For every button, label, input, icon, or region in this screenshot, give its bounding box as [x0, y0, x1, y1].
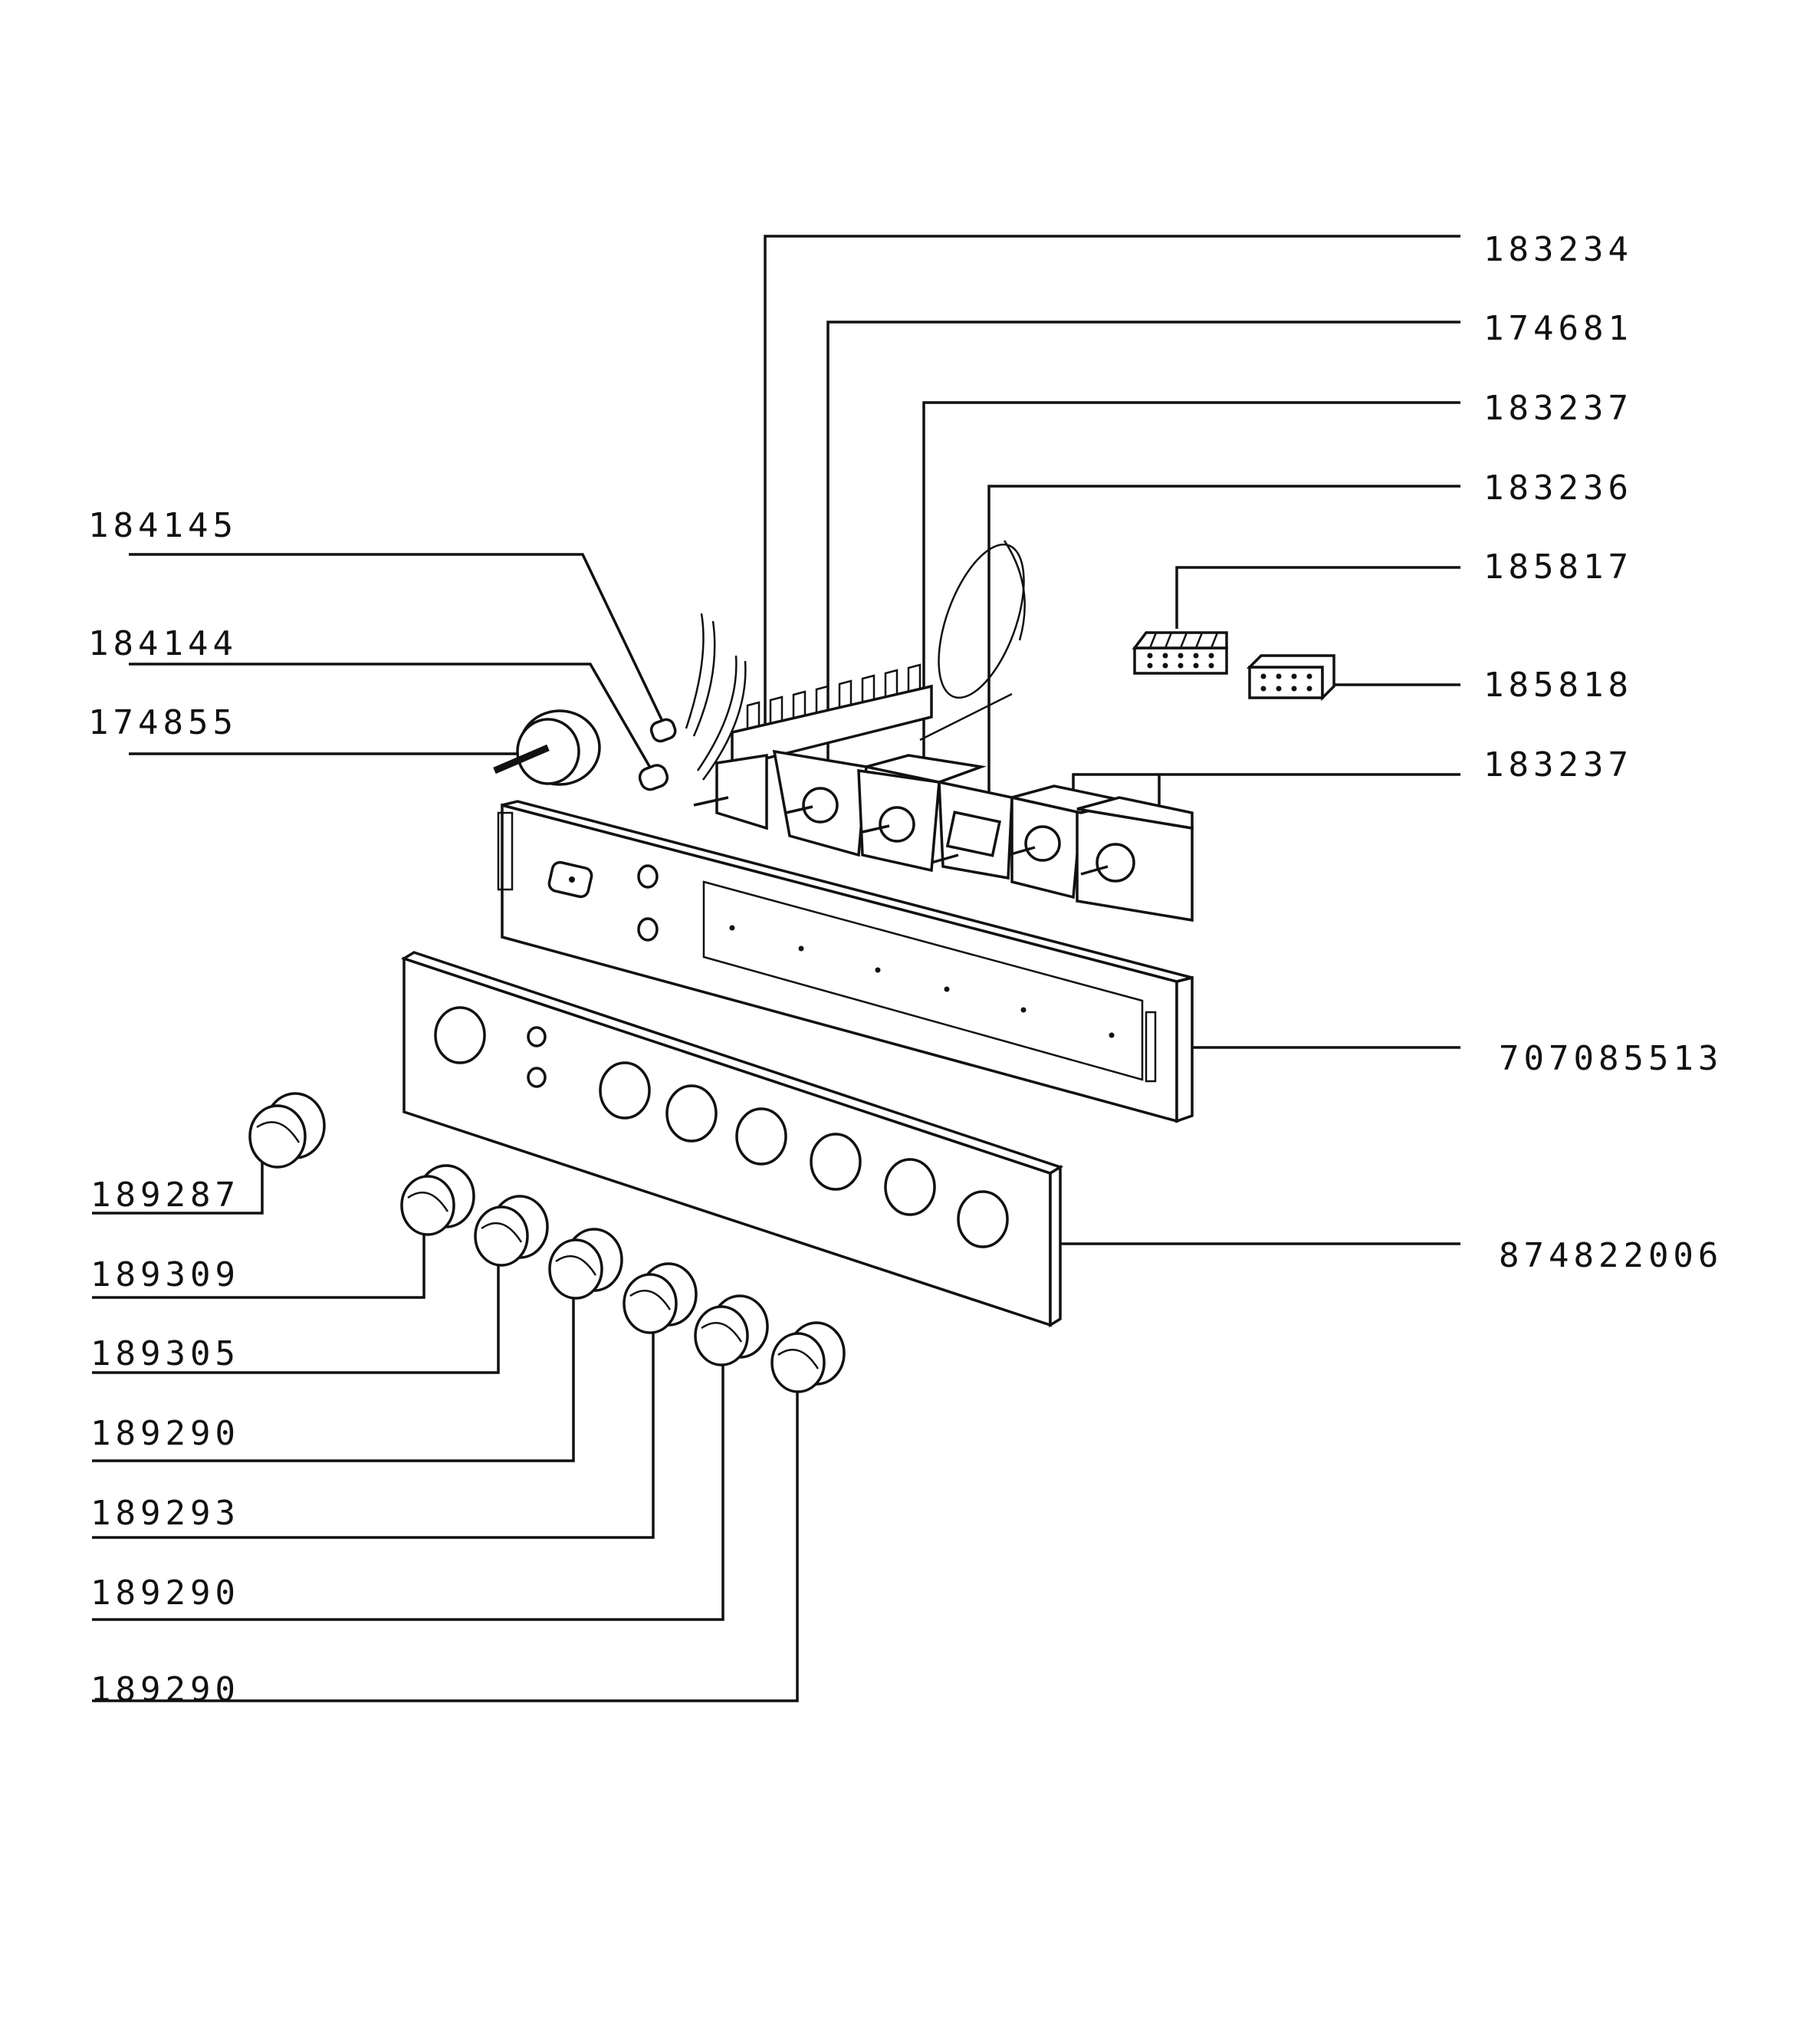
- label-189293: 189293: [90, 1494, 240, 1533]
- label-183237-right: 183237: [1483, 745, 1633, 784]
- leader-189290-a: [92, 1296, 575, 1462]
- label-874822006: 874822006: [1499, 1236, 1723, 1275]
- knob-189290-b: [694, 1294, 769, 1366]
- knob-189287: [248, 1092, 326, 1169]
- part-labels: 183234 174681 183237 183236 185817 18581…: [88, 230, 1723, 1709]
- front-panel-874822006: [400, 951, 1064, 1328]
- label-189287: 189287: [90, 1176, 240, 1215]
- sensor-184144: [638, 655, 747, 791]
- leader-189305: [92, 1261, 500, 1374]
- knob-189290-a: [548, 1228, 623, 1300]
- switch-module: [693, 540, 1194, 922]
- knob-189309: [400, 1164, 475, 1236]
- label-184145: 184145: [88, 506, 238, 545]
- label-183236: 183236: [1483, 469, 1633, 508]
- label-189290-b: 189290: [90, 1574, 240, 1613]
- label-189305: 189305: [90, 1334, 240, 1373]
- leader-183236: [987, 485, 1460, 801]
- leader-184144: [129, 663, 657, 778]
- connector-185817: [1132, 631, 1228, 675]
- label-174855: 174855: [88, 703, 238, 742]
- leader-189290-b: [92, 1353, 724, 1621]
- leader-185817: [1175, 566, 1460, 629]
- label-185817: 185817: [1483, 548, 1633, 587]
- leader-189290-c: [92, 1380, 799, 1702]
- sensor-184145: [649, 613, 716, 743]
- label-189309: 189309: [90, 1255, 240, 1294]
- timer-knob-174855: [493, 709, 601, 786]
- label-184144: 184144: [88, 624, 238, 663]
- label-183234: 183234: [1483, 230, 1633, 269]
- leader-183237-top: [922, 401, 1460, 820]
- leader-183234: [764, 235, 1460, 778]
- label-174681: 174681: [1483, 309, 1633, 348]
- leader-174681: [826, 321, 1460, 797]
- label-189290-c: 189290: [90, 1670, 240, 1709]
- knob-189290-c: [770, 1321, 846, 1393]
- connector-185818: [1246, 654, 1335, 702]
- leader-189293: [92, 1327, 655, 1539]
- label-707085513: 707085513: [1499, 1039, 1723, 1078]
- label-183237-top: 183237: [1483, 389, 1633, 428]
- leader-189287: [92, 1162, 264, 1215]
- knob-189293: [623, 1262, 698, 1334]
- label-189290-a: 189290: [90, 1414, 240, 1453]
- leader-184145: [129, 553, 669, 732]
- control-panel-707085513: [497, 800, 1194, 1123]
- leader-189309: [92, 1227, 425, 1299]
- label-185818: 185818: [1483, 666, 1633, 705]
- knob-189305: [474, 1195, 549, 1267]
